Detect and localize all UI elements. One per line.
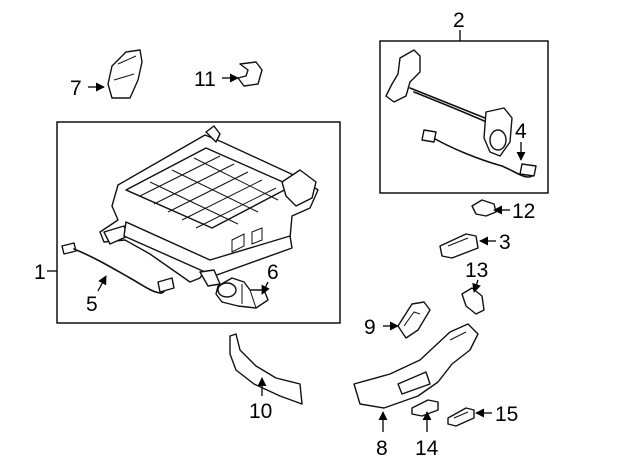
callout-8: 8: [376, 437, 388, 460]
clip-12: [471, 199, 497, 217]
track-cover-7: [107, 49, 143, 99]
seat-motor-6: [215, 277, 269, 309]
callout-10: 10: [249, 400, 272, 423]
wire-harness-5: [61, 242, 175, 294]
callout-7: 7: [70, 77, 82, 100]
callout-13: 13: [465, 259, 488, 282]
power-adjuster-2: [385, 49, 537, 178]
callout-5: 5: [86, 293, 98, 316]
callout-9: 9: [364, 316, 376, 339]
callout-4: 4: [515, 120, 527, 143]
callout-6: 6: [267, 261, 279, 284]
clip-11: [237, 61, 263, 87]
callout-1: 1: [34, 261, 46, 284]
bracket-9: [397, 301, 431, 339]
seat-track-frame: [99, 125, 319, 287]
callout-14: 14: [415, 437, 439, 460]
callout-2: 2: [453, 9, 465, 32]
button-15: [447, 407, 475, 427]
adjuster-box: [379, 40, 549, 194]
side-shield-8: [353, 323, 479, 409]
callout-12: 12: [512, 200, 535, 223]
callout-3: 3: [499, 231, 511, 254]
seat-frame-box: [56, 121, 341, 324]
button-14: [411, 399, 439, 417]
switch-3: [439, 233, 479, 259]
callout-11: 11: [194, 68, 216, 91]
knob-13: [461, 287, 485, 315]
callout-15: 15: [495, 403, 518, 426]
trim-panel-10: [229, 333, 303, 405]
